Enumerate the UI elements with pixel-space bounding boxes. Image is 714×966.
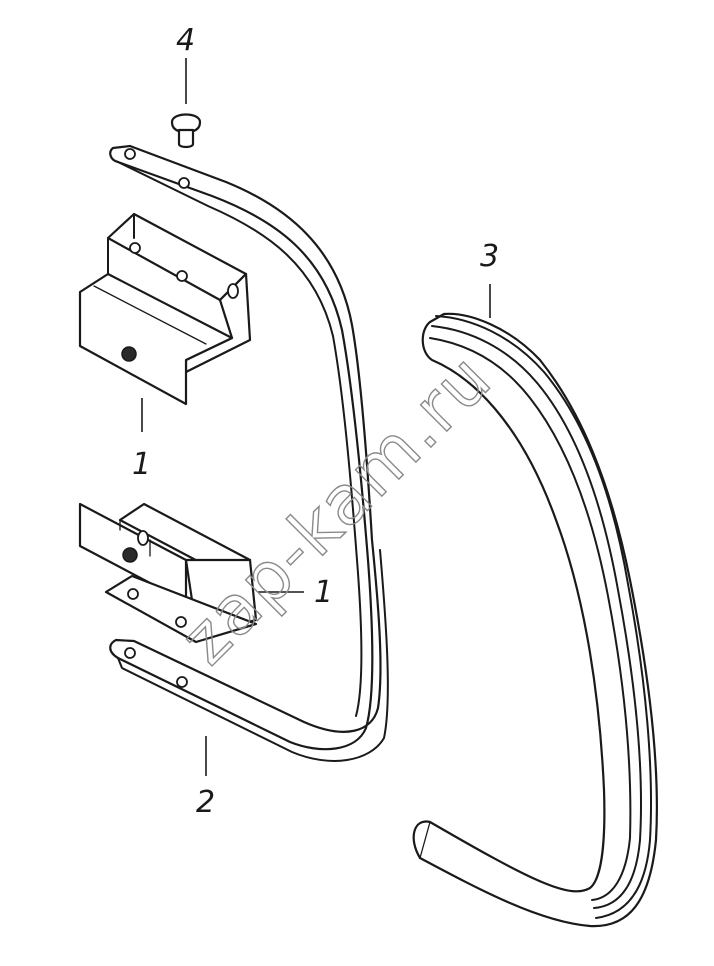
callout-bolt: 4: [176, 23, 195, 58]
pad-layer-line: [429, 337, 632, 901]
bolt-shank: [177, 128, 195, 149]
bracket-upper-hole: [129, 242, 141, 254]
strap-hole: [124, 148, 136, 160]
bracket-upper-inner-edge: [93, 285, 207, 345]
callout-strap: 2: [196, 785, 215, 820]
strap-part: [109, 144, 389, 762]
bracket-upper-hole: [176, 270, 188, 282]
strap-hole: [176, 676, 188, 688]
callout-pad: 3: [480, 239, 499, 274]
strap-thickness-edge-top: [117, 161, 363, 717]
pad-layer-line: [431, 325, 642, 909]
bolt-head: [170, 113, 202, 134]
bracket-lower-hole: [127, 588, 139, 600]
strap-hole: [178, 177, 190, 189]
pad-layer-line: [435, 315, 653, 919]
pad-end-face: [419, 313, 445, 859]
pad-outline: [412, 312, 658, 928]
strap-hole: [124, 647, 136, 659]
bracket-lower-inner-edge: [119, 519, 151, 557]
bracket-upper-nut-hole: [121, 346, 137, 362]
bracket-lower-hole: [175, 616, 187, 628]
strap-thickness-edge-bottom: [117, 549, 389, 762]
watermark-text: zap-kam.ru: [166, 339, 507, 680]
bracket-upper-fold-line: [107, 213, 135, 275]
bracket-upper-side-hole: [227, 283, 239, 299]
bracket-lower-part: [78, 502, 258, 644]
bracket-lower-nut-hole: [122, 547, 138, 563]
bracket-lower-bottom-flange: [104, 574, 258, 644]
callout-bracket-upper: 1: [132, 447, 151, 482]
pad-part: [412, 312, 658, 928]
callout-bracket-lower: 1: [314, 575, 333, 610]
bracket-upper-part: [78, 212, 252, 406]
bolt-part: [170, 113, 202, 149]
bracket-lower-side-hole: [137, 530, 149, 546]
